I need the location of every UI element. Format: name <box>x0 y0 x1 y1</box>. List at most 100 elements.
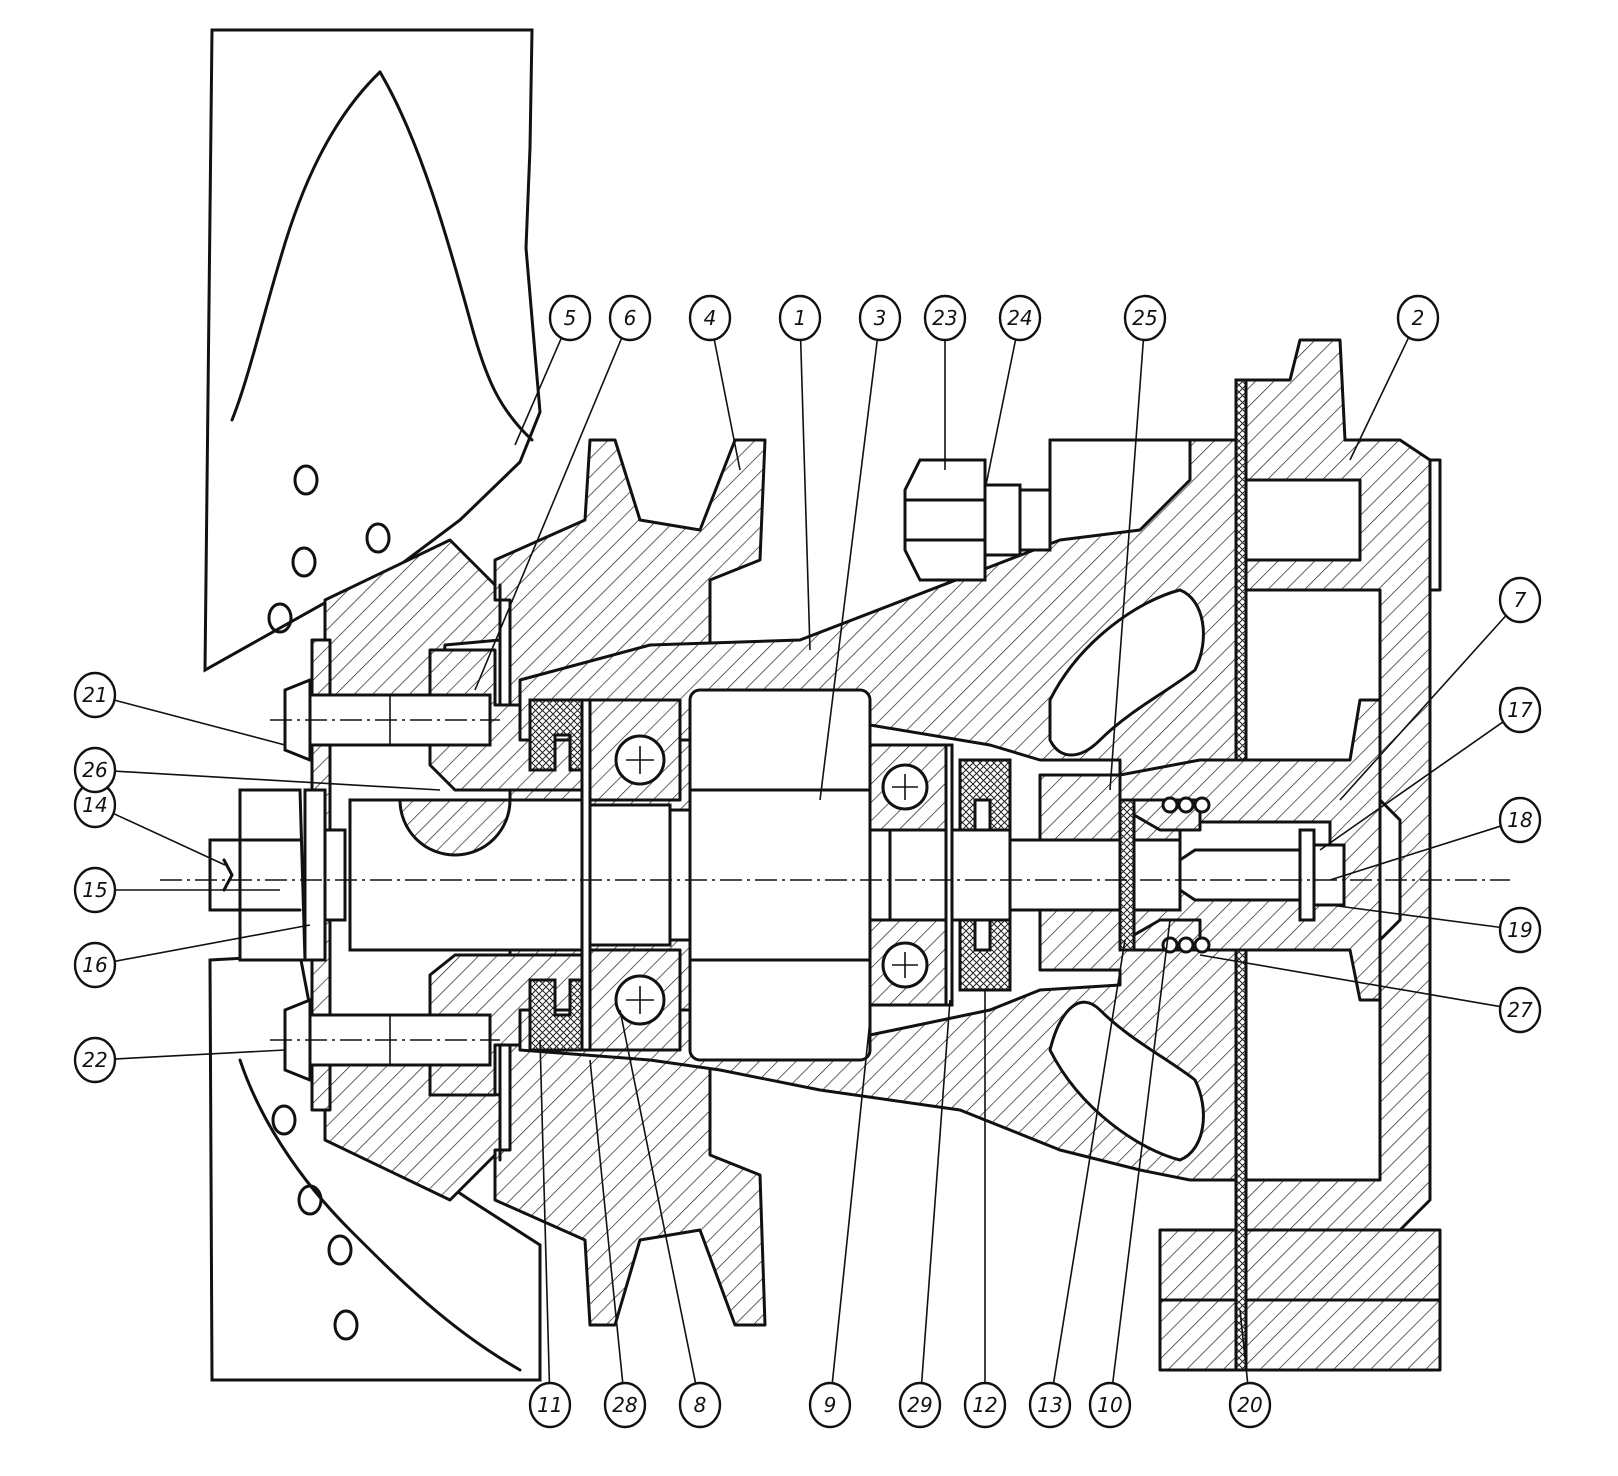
callout-bubble <box>73 866 117 914</box>
shaft-key <box>398 798 512 857</box>
callout-leader <box>1199 954 1500 1008</box>
callout-8: 8 <box>619 1009 722 1429</box>
callout-bubble <box>608 294 652 342</box>
callout-label: 1 <box>794 306 807 330</box>
callout-bubble <box>73 1036 117 1084</box>
callout-15: 15 <box>73 866 280 914</box>
callout-bubble <box>898 1381 942 1429</box>
impeller-cover <box>1158 338 1442 1372</box>
callout-4: 4 <box>688 294 741 471</box>
callout-18: 18 <box>1329 796 1542 881</box>
callout-23: 23 <box>923 294 967 470</box>
callout-leader <box>589 1059 624 1385</box>
callout-11: 11 <box>528 1039 572 1429</box>
callout-label: 8 <box>694 1393 707 1417</box>
callout-bubble <box>1228 1381 1272 1429</box>
callout-6: 6 <box>474 294 652 691</box>
callout-bubble <box>1498 796 1542 844</box>
front-nut <box>208 788 347 962</box>
callout-bubble <box>858 294 902 342</box>
callout-label: 25 <box>1132 306 1157 330</box>
callout-5: 5 <box>514 294 592 446</box>
callout-10: 10 <box>1088 919 1171 1429</box>
callout-leader <box>1239 1309 1249 1385</box>
callout-leader <box>1329 825 1501 881</box>
callout-label: 29 <box>907 1393 932 1417</box>
callout-leader <box>115 770 441 791</box>
callout-label: 14 <box>82 793 107 817</box>
callout-20: 20 <box>1228 1309 1272 1429</box>
callout-bubble <box>1396 294 1440 342</box>
callout-26: 26 <box>73 746 441 794</box>
callout-label: 12 <box>972 1393 997 1417</box>
callout-label: 17 <box>1507 698 1533 722</box>
callout-bubble <box>548 294 592 342</box>
rear-oil-seal <box>958 758 1012 832</box>
callout-leader <box>113 813 226 866</box>
callout-leader <box>1349 336 1410 461</box>
callout-leader <box>115 1049 286 1060</box>
callout-leader <box>1109 338 1145 791</box>
callout-17: 17 <box>1319 686 1542 851</box>
callout-leader <box>1052 939 1126 1385</box>
callout-label: 21 <box>82 683 107 707</box>
callout-leader <box>1339 615 1507 801</box>
callout-bubble <box>678 1381 722 1429</box>
callout-bubble <box>923 294 967 342</box>
callout-bubble <box>688 294 732 342</box>
callout-leader <box>115 699 286 746</box>
callout-bubble <box>603 1381 647 1429</box>
callout-label: 18 <box>1507 808 1532 832</box>
callout-label: 16 <box>82 953 107 977</box>
rear-bearing <box>868 743 952 1007</box>
callout-leader <box>619 1009 697 1385</box>
callout-leader <box>115 924 311 962</box>
callout-bubble <box>1498 906 1542 954</box>
callout-22: 22 <box>73 1036 286 1084</box>
callout-bubble <box>528 1381 572 1429</box>
callout-leader <box>1319 721 1504 851</box>
pump-housing <box>518 438 1242 1182</box>
callout-19: 19 <box>1329 904 1542 954</box>
callout-27: 27 <box>1199 954 1542 1034</box>
callout-bubble <box>73 746 117 794</box>
callout-leader <box>539 1039 551 1385</box>
callout-1: 1 <box>778 294 822 651</box>
callout-leader <box>819 338 879 801</box>
callout-label: 9 <box>824 1393 837 1417</box>
callout-leader <box>1111 919 1171 1385</box>
callout-label: 7 <box>1514 588 1527 612</box>
callout-7: 7 <box>1339 576 1542 801</box>
shaft <box>348 688 1182 1062</box>
callout-label: 27 <box>1507 998 1533 1022</box>
callout-leader <box>984 338 1017 491</box>
impeller-bolt <box>1178 828 1346 922</box>
callout-label: 15 <box>82 878 107 902</box>
front-bearing <box>588 698 682 1052</box>
fan-blade-top <box>203 28 542 673</box>
callout-label: 28 <box>612 1393 637 1417</box>
rear-oil-seal-lower <box>958 918 1012 992</box>
callout-label: 19 <box>1507 918 1532 942</box>
callout-bubble <box>1498 986 1542 1034</box>
callout-14: 14 <box>73 781 226 866</box>
callout-leader <box>799 338 811 651</box>
callout-bubble <box>1498 576 1542 624</box>
callout-29: 29 <box>898 999 951 1429</box>
callout-leader <box>920 999 951 1385</box>
callout-label: 6 <box>624 306 637 330</box>
callout-16: 16 <box>73 924 311 989</box>
callout-label: 26 <box>82 758 107 782</box>
callout-13: 13 <box>1028 939 1126 1429</box>
callout-bubble <box>73 941 117 989</box>
callout-9: 9 <box>808 1019 871 1429</box>
callout-label: 5 <box>564 306 577 330</box>
callout-21: 21 <box>73 671 286 746</box>
mounting-stud <box>903 458 1052 582</box>
callout-bubble <box>1123 294 1167 342</box>
callout-leader <box>831 1019 871 1385</box>
callout-24: 24 <box>984 294 1042 491</box>
callout-label: 13 <box>1037 1393 1062 1417</box>
callout-label: 3 <box>874 306 887 330</box>
